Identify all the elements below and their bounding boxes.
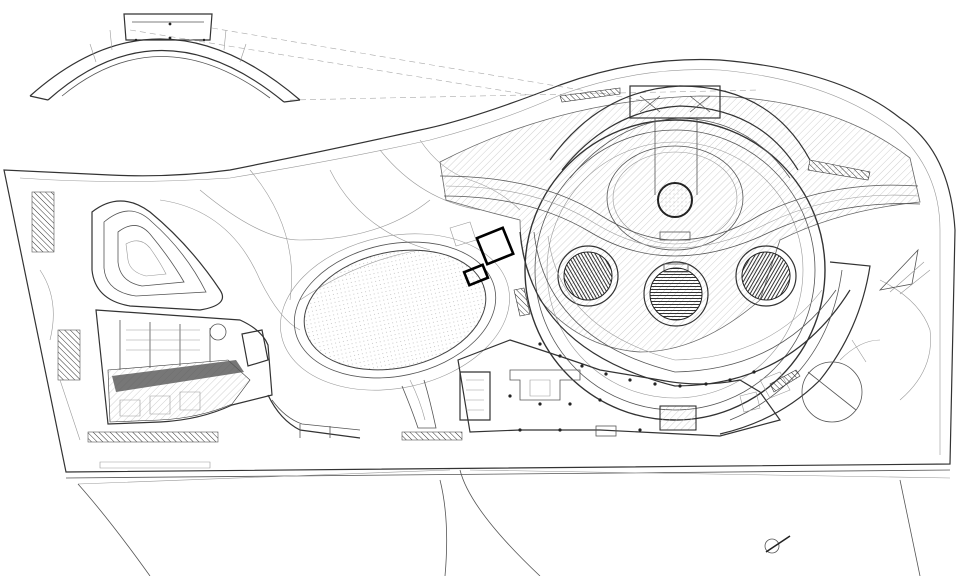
reference-lines bbox=[129, 27, 761, 101]
theater-right bbox=[735, 245, 797, 307]
road-area bbox=[65, 461, 951, 576]
inset-arc-building bbox=[29, 13, 301, 103]
theater-left bbox=[557, 245, 619, 307]
central-oval bbox=[280, 233, 510, 429]
theater-center bbox=[643, 261, 709, 327]
kiosks bbox=[449, 221, 515, 287]
left-building bbox=[95, 309, 361, 439]
left-pavilion bbox=[91, 200, 224, 311]
column-grid bbox=[508, 342, 756, 432]
right-building bbox=[439, 85, 931, 437]
site-boundary bbox=[3, 58, 956, 473]
north-arrow-icon bbox=[764, 535, 791, 554]
parking-area bbox=[31, 191, 463, 443]
